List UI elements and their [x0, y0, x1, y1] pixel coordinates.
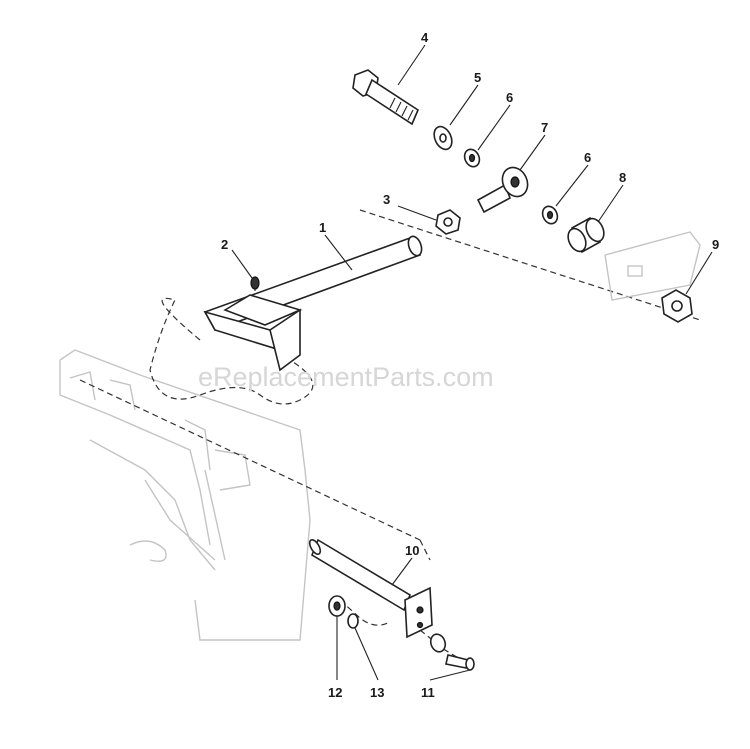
part-2-grease-fitting: [250, 276, 260, 290]
callout-5: 5: [474, 70, 481, 85]
callout-8: 8: [619, 170, 626, 185]
callout-13: 13: [370, 685, 384, 700]
part-3-nut: [435, 209, 461, 235]
part-8-bushing: [567, 216, 605, 254]
part-6-spacer-lower: [541, 205, 559, 225]
part-13-washer-left: [347, 613, 359, 629]
part-13-washer-right: [429, 633, 447, 653]
callout-6-lower: 6: [584, 150, 591, 165]
part-10-rod: [308, 538, 433, 639]
mounting-bracket-outline: [604, 231, 701, 301]
callout-1: 1: [319, 220, 326, 235]
callout-7: 7: [541, 120, 548, 135]
part-4-bolt: [352, 69, 420, 126]
watermark: eReplacementParts.com: [198, 362, 494, 392]
callout-12: 12: [328, 685, 342, 700]
callout-4: 4: [421, 30, 429, 45]
deck-frame-outline: [59, 349, 311, 641]
callout-11: 11: [421, 685, 435, 700]
leader-lines: [231, 44, 713, 681]
part-11-bolt: [445, 654, 475, 671]
part-1-t-bar-arm: [203, 235, 423, 372]
callout-9: 9: [712, 237, 719, 252]
callout-2: 2: [221, 237, 228, 252]
part-6-spacer-upper: [463, 148, 481, 168]
part-12-washer: [328, 595, 346, 617]
part-7-rod-end: [476, 166, 529, 214]
callout-3: 3: [383, 192, 390, 207]
part-5-washer: [433, 125, 453, 151]
part-9-lock-nut: [661, 289, 693, 323]
callout-10: 10: [405, 543, 419, 558]
callout-6-upper: 6: [506, 90, 513, 105]
